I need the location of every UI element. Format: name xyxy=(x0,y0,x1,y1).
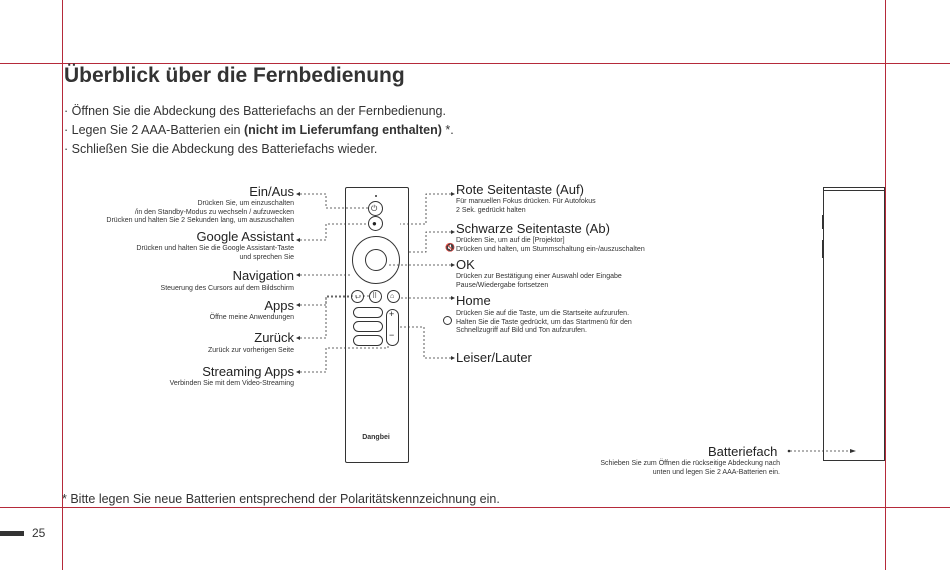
side-view-edge xyxy=(823,190,885,191)
callout-black-side xyxy=(407,231,451,253)
side-key-mark-1 xyxy=(822,215,824,229)
dot-battery xyxy=(787,449,791,453)
desc-black-side-key: Drücken Sie, um auf die [Projektor]Drück… xyxy=(456,237,645,253)
volume-rocker[interactable] xyxy=(386,309,399,346)
arrow-ok xyxy=(451,263,455,267)
footnote: * Bitte legen Sie neue Batterien entspre… xyxy=(62,492,500,506)
power-button[interactable] xyxy=(368,201,383,216)
callout-apps xyxy=(300,295,369,306)
label-back: Zurück xyxy=(254,330,294,345)
label-battery-compartment: Batteriefach xyxy=(708,444,778,459)
frame-line-right xyxy=(885,0,886,570)
label-apps: Apps xyxy=(264,298,294,313)
desc-navigation: Steuerung des Cursors auf dem Bildschirm xyxy=(160,285,294,292)
arrow-battery xyxy=(850,449,856,453)
streaming-app-button-1[interactable] xyxy=(353,307,383,318)
callout-power xyxy=(300,193,368,209)
arrow-home xyxy=(451,296,455,300)
label-black-side-key: Schwarze Seitentaste (Ab) xyxy=(456,221,610,236)
callout-google xyxy=(300,223,368,241)
label-home: Home xyxy=(456,293,491,308)
desc-streaming-apps: Verbinden Sie mit dem Video-Streaming xyxy=(169,380,294,387)
home-icon: ⌂ xyxy=(390,293,395,300)
remote-side-view xyxy=(823,187,885,461)
page-marker-bar xyxy=(0,531,24,536)
label-ok: OK xyxy=(456,257,475,272)
desc-power: Drücken Sie, um einzuschalten/in den Sta… xyxy=(106,200,294,224)
arrow-black-side xyxy=(451,230,455,234)
home-button[interactable] xyxy=(387,290,400,303)
callout-red-side xyxy=(400,193,451,225)
ok-button[interactable] xyxy=(365,249,387,271)
apps-button[interactable] xyxy=(369,290,382,303)
label-power: Ein/Aus xyxy=(249,184,294,199)
bullet-2: · Legen Sie 2 AAA-Batterien ein (nicht i… xyxy=(64,123,454,137)
callout-back xyxy=(300,296,351,339)
settings-icon xyxy=(443,316,452,325)
arrow-volume xyxy=(451,356,455,360)
arrow-red-side xyxy=(451,192,455,196)
apps-icon: ⠿ xyxy=(372,293,378,300)
desc-red-side-key: Für manuellen Fokus drücken. Für Autofok… xyxy=(456,198,596,214)
label-navigation: Navigation xyxy=(232,268,294,283)
frame-line-top xyxy=(0,63,950,64)
side-key-mark-2 xyxy=(822,240,824,258)
page-number: 25 xyxy=(32,526,46,540)
arrow-navigation xyxy=(296,273,300,277)
arrow-back xyxy=(296,336,300,340)
google-assistant-button[interactable] xyxy=(368,216,383,231)
callout-volume xyxy=(399,326,451,359)
arrow-power xyxy=(296,192,300,196)
desc-google-assistant: Drücken und halten Sie die Google Assist… xyxy=(136,245,294,261)
arrow-streaming xyxy=(296,370,300,374)
remote-control xyxy=(345,187,409,463)
streaming-app-button-2[interactable] xyxy=(353,321,383,332)
power-icon: ⏻ xyxy=(371,204,378,213)
bullet-1: · Öffnen Sie die Abdeckung des Batterief… xyxy=(64,104,446,118)
desc-home: Drücken Sie auf die Taste, um die Starts… xyxy=(456,310,632,334)
mute-icon: 🔇 xyxy=(445,243,455,252)
arrow-apps xyxy=(296,303,300,307)
desc-ok: Drücken zur Bestätigung einer Auswahl od… xyxy=(456,273,622,289)
callout-streaming xyxy=(300,346,389,373)
label-streaming-apps: Streaming Apps xyxy=(202,364,294,379)
volume-plus-icon: + xyxy=(389,309,395,319)
frame-line-left xyxy=(62,0,63,570)
label-volume: Leiser/Lauter xyxy=(456,350,532,365)
volume-minus-icon: − xyxy=(389,330,395,340)
brand-logo: Dangbei xyxy=(362,434,390,441)
bullet-3: · Schließen Sie die Abdeckung des Batter… xyxy=(64,142,378,156)
desc-back: Zurück zur vorherigen Seite xyxy=(208,347,294,354)
page-title: Überblick über die Fernbedienung xyxy=(64,64,405,87)
arrow-google xyxy=(296,238,300,242)
frame-line-bottom xyxy=(0,507,950,508)
label-red-side-key: Rote Seitentaste (Auf) xyxy=(456,182,584,197)
streaming-app-button-3[interactable] xyxy=(353,335,383,346)
back-button[interactable] xyxy=(351,290,364,303)
label-google-assistant: Google Assistant xyxy=(196,229,294,244)
google-assistant-icon: ● xyxy=(372,219,377,228)
navigation-ring[interactable] xyxy=(352,236,400,284)
led-dot xyxy=(375,195,377,197)
desc-apps: Öffne meine Anwendungen xyxy=(209,314,294,321)
desc-battery-compartment: Schieben Sie zum Öffnen die rückseitige … xyxy=(600,460,780,476)
back-icon: ← xyxy=(354,292,362,301)
